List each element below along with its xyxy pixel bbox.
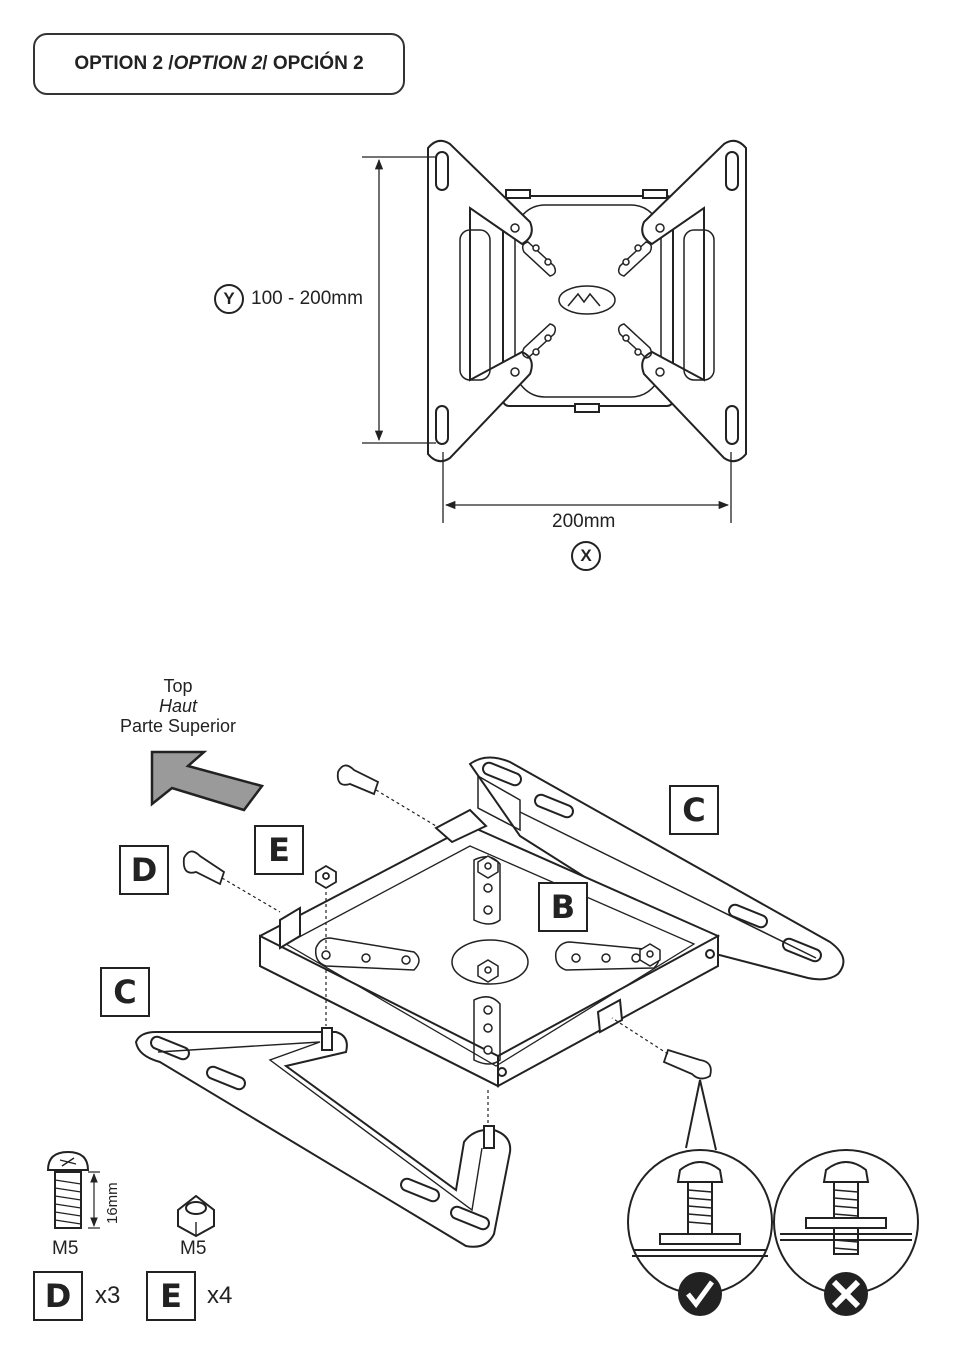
screw-size-label: M5 [52, 1238, 79, 1259]
screw-d-icon [46, 1150, 100, 1229]
x-dimension-line [442, 452, 732, 523]
nut-e-icon [177, 1194, 215, 1238]
part-label-e: E [254, 825, 304, 875]
screw-length-label-wrap: 16mm [100, 1174, 126, 1224]
screw-d-exploded-2 [182, 850, 281, 913]
x-axis-badge: X [571, 541, 601, 571]
x-axis-letter: X [580, 546, 592, 565]
y-range-label: 100 - 200mm [251, 288, 363, 309]
y-axis-letter: Y [223, 289, 235, 308]
hardware-e-box: E [146, 1271, 196, 1321]
arm-c-lower-drawing [134, 1027, 512, 1248]
cross-icon [824, 1272, 868, 1316]
screw-d-exploded-1 [336, 764, 437, 827]
part-label-b: B [538, 882, 588, 932]
nut-e-exploded [315, 864, 489, 1126]
x-value-label: 200mm [552, 511, 616, 532]
correct-installation-detail [627, 1079, 773, 1295]
bracket-front-view [427, 139, 747, 463]
part-label-c-upper: C [669, 785, 719, 835]
top-direction-arrow-icon [150, 750, 265, 812]
plate-b-drawing [259, 808, 721, 1088]
nut-quantity: x4 [207, 1282, 233, 1309]
orientation-french: Haut [158, 696, 198, 716]
option-title-box: OPTION 2 / OPTION 2 / OPCIÓN 2 [33, 33, 405, 95]
option-title-french: OPTION 2 [173, 53, 263, 74]
part-label-d: D [119, 845, 169, 895]
screw-d-exploded-3 [611, 1017, 712, 1080]
screw-quantity: x3 [95, 1282, 121, 1309]
nut-size-label: M5 [180, 1238, 207, 1259]
arm-c-upper-drawing [468, 756, 845, 981]
orientation-english: Top [163, 676, 193, 696]
brand-logo-icon [558, 285, 616, 315]
incorrect-installation-detail [773, 1149, 919, 1295]
y-axis-badge: Y [214, 284, 244, 314]
y-dimension-line [362, 156, 436, 444]
orientation-label: Top Haut Parte Superior [100, 676, 256, 736]
checkmark-icon [678, 1272, 722, 1316]
part-label-c-lower: C [100, 967, 150, 1017]
option-title-english: OPTION 2 / [74, 53, 174, 74]
hardware-d-box: D [33, 1271, 83, 1321]
option-title-spanish: / OPCIÓN 2 [262, 53, 364, 74]
screw-length-label: 16mm [104, 1182, 121, 1224]
orientation-spanish: Parte Superior [119, 716, 237, 736]
